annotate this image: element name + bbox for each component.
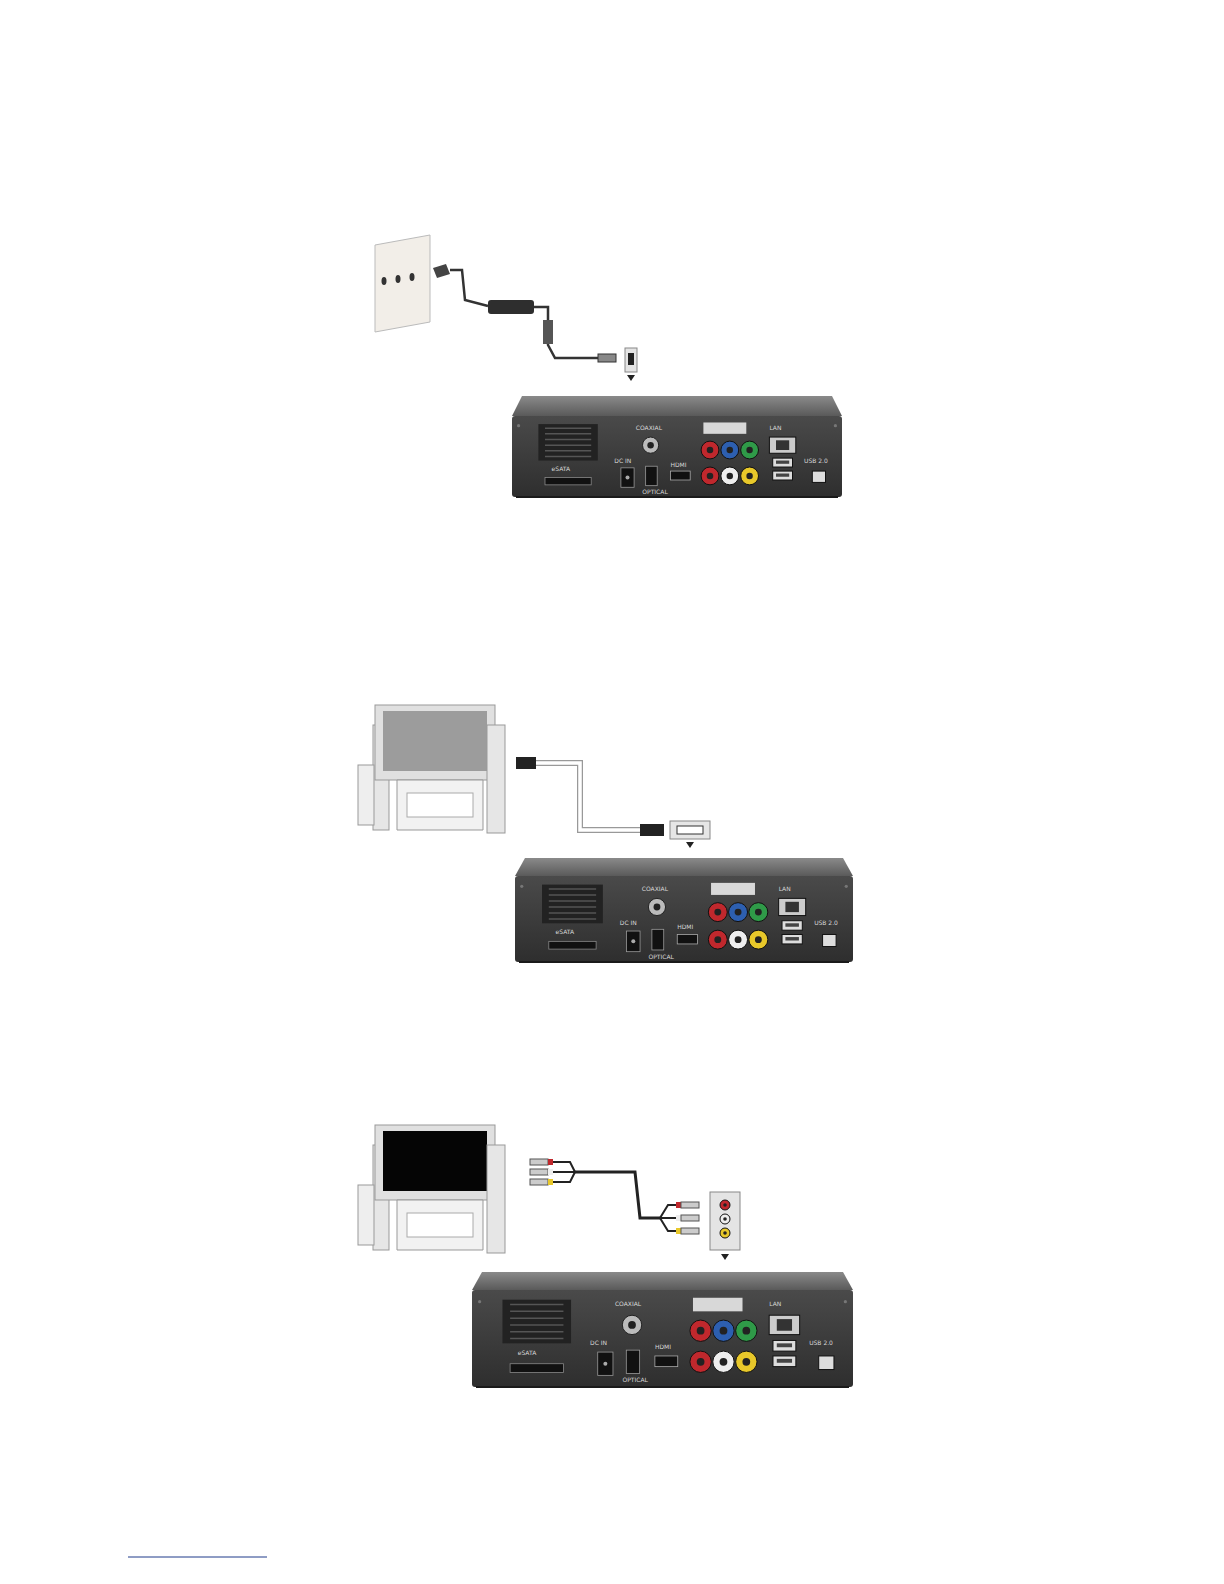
port-label: OPTICAL (622, 1376, 647, 1383)
port-label: OPTICAL (649, 953, 674, 960)
media-player (472, 1272, 853, 1388)
port-label: LAN (769, 424, 781, 431)
port-label: COAXIAL (642, 885, 668, 892)
power-connection (375, 235, 637, 381)
port-label: DC IN (590, 1339, 607, 1346)
port-label: OPTICAL (642, 488, 667, 495)
port-label: COAXIAL (615, 1300, 641, 1307)
port-label: USB 2.0 (804, 457, 828, 464)
port-label: eSATA (556, 928, 575, 935)
port-label: COAXIAL (636, 424, 662, 431)
hdmi-cable (516, 757, 710, 848)
media-player (515, 858, 853, 963)
port-label: DC IN (620, 919, 637, 926)
port-label: HDMI (677, 923, 693, 930)
footer-rule (128, 1557, 267, 1558)
port-label: eSATA (518, 1349, 537, 1356)
port-label: LAN (779, 885, 791, 892)
port-label: HDMI (655, 1343, 671, 1350)
av-cable (530, 1159, 740, 1260)
port-label: DC IN (614, 457, 631, 464)
television (358, 1125, 505, 1253)
port-label: USB 2.0 (814, 919, 838, 926)
television (358, 705, 505, 833)
port-label: LAN (769, 1300, 781, 1307)
port-label: HDMI (670, 461, 686, 468)
port-label: USB 2.0 (809, 1339, 833, 1346)
port-label: eSATA (552, 465, 571, 472)
media-player (512, 396, 842, 498)
